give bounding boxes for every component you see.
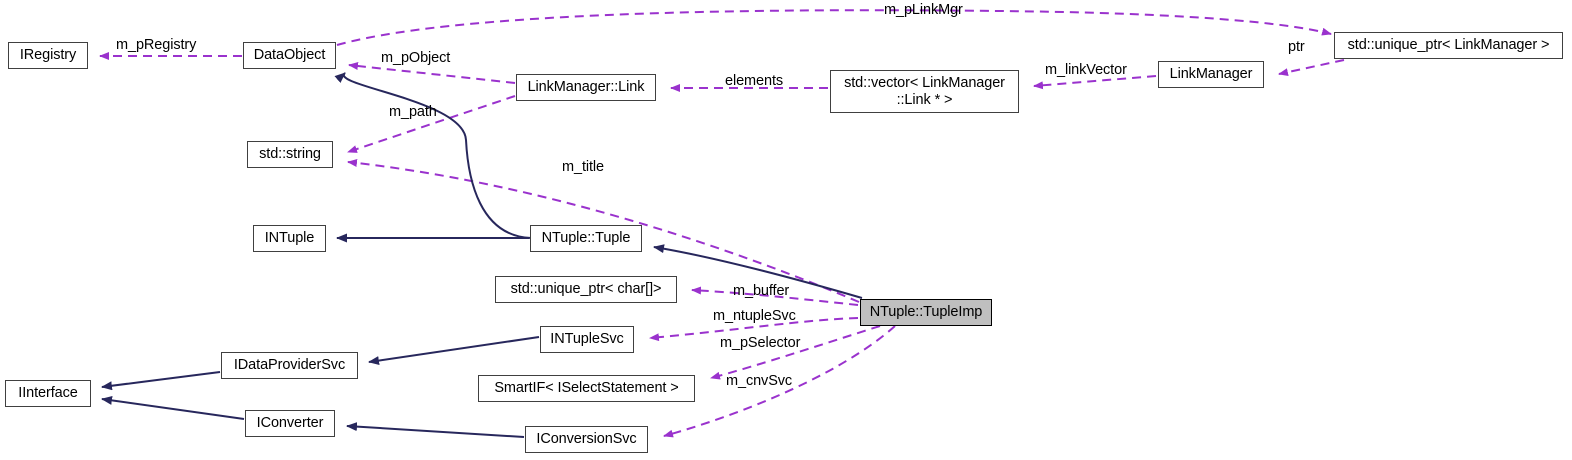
edge-inherit-intuplesvc-idataprovidersvc bbox=[368, 336, 540, 365]
node-ntuple-tupleimp[interactable]: NTuple::TupleImp bbox=[860, 299, 992, 326]
node-std-vector-linkmanager-link-ptr[interactable]: std::vector< LinkManager ::Link * > bbox=[830, 70, 1019, 113]
edge-label-ptr: ptr bbox=[1288, 39, 1305, 55]
edge-label-m_cnvSvc: m_cnvSvc bbox=[726, 373, 793, 389]
edge-ptr bbox=[1278, 59, 1345, 77]
edge-m_ntupleSvc bbox=[649, 317, 859, 342]
node-iconverter[interactable]: IConverter bbox=[245, 410, 335, 437]
edge-label-m_pObject: m_pObject bbox=[381, 50, 451, 66]
node-dataobject[interactable]: DataObject bbox=[243, 42, 336, 69]
node-intuple[interactable]: INTuple bbox=[253, 225, 326, 252]
edge-m_pSelector bbox=[710, 325, 881, 380]
node-intuplesvc[interactable]: INTupleSvc bbox=[540, 326, 634, 353]
edge-m_linkVector bbox=[1033, 75, 1157, 90]
edge-label-m_linkVector: m_linkVector bbox=[1045, 62, 1127, 78]
edge-label-m_path: m_path bbox=[389, 104, 437, 120]
edge-label-m_ntupleSvc: m_ntupleSvc bbox=[713, 308, 796, 324]
node-smartif-iselectstatement[interactable]: SmartIF< ISelectStatement > bbox=[478, 375, 695, 402]
edge-label-m_title: m_title bbox=[562, 159, 605, 175]
edge-label-m_pLinkMgr: m_pLinkMgr bbox=[884, 2, 963, 18]
edge-label-m_pRegistry: m_pRegistry bbox=[116, 37, 197, 53]
edge-inherit-iconverter-iinterface bbox=[101, 395, 245, 420]
edge-m_cnvSvc bbox=[663, 325, 896, 438]
node-std-unique-ptr-linkmanager[interactable]: std::unique_ptr< LinkManager > bbox=[1334, 32, 1563, 59]
edge-label-m_pSelector: m_pSelector bbox=[720, 335, 801, 351]
edge-label-m_buffer: m_buffer bbox=[733, 283, 790, 299]
edge-m_buffer bbox=[691, 286, 859, 306]
node-iinterface[interactable]: IInterface bbox=[5, 380, 91, 407]
edge-label-elements: elements bbox=[725, 73, 784, 89]
edge-inherit-tupleimp-tuple bbox=[653, 244, 863, 299]
edge-inherit-idataprovidersvc-iinterface bbox=[101, 371, 221, 391]
edge-m_title bbox=[347, 158, 860, 303]
node-linkmanager[interactable]: LinkManager bbox=[1158, 61, 1264, 88]
node-idataprovidersvc[interactable]: IDataProviderSvc bbox=[221, 352, 358, 379]
node-std-string[interactable]: std::string bbox=[247, 141, 333, 168]
node-std-unique-ptr-char-array[interactable]: std::unique_ptr< char[]> bbox=[495, 276, 677, 303]
edge-m_pObject bbox=[348, 61, 516, 84]
edge-m_pLinkMgr bbox=[336, 9, 1332, 46]
node-linkmanager-link[interactable]: LinkManager::Link bbox=[516, 74, 656, 101]
node-ntuple-tuple[interactable]: NTuple::Tuple bbox=[530, 225, 642, 252]
edge-inherit-iconversionsvc-iconverter bbox=[346, 422, 525, 438]
node-iconversionsvc[interactable]: IConversionSvc bbox=[525, 426, 648, 453]
edge-inherit-tuple-dataobject bbox=[334, 72, 532, 239]
node-iregistry[interactable]: IRegistry bbox=[8, 42, 88, 69]
